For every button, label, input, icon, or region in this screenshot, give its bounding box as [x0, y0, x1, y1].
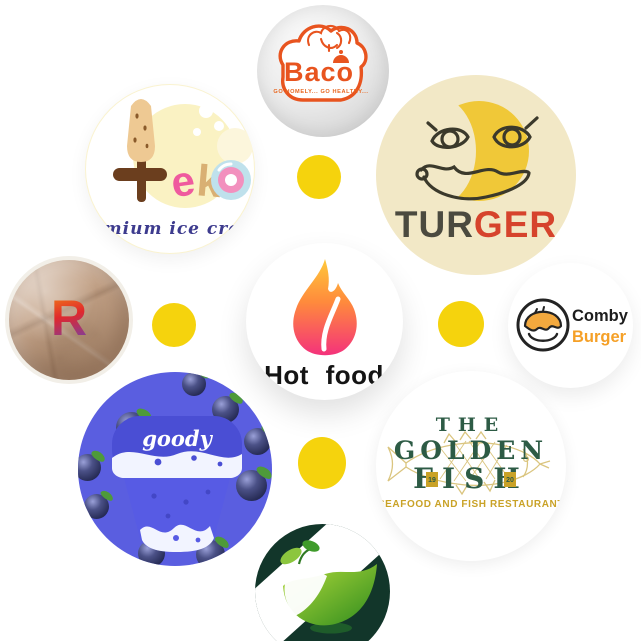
blueberry-icon — [182, 372, 206, 396]
badge-left — [426, 472, 438, 487]
burger-face-icon — [415, 116, 539, 201]
cloche-dome-icon — [333, 55, 349, 63]
fish-lineart-icon — [387, 430, 551, 496]
connector-dot — [297, 155, 341, 199]
comby-logo-circle[interactable]: Comby Burger — [508, 263, 633, 388]
donut-o-icon — [211, 160, 251, 200]
icecream-tub-icon: goody — [112, 416, 242, 552]
turger-logo-icon: TURGER — [392, 95, 557, 245]
teko-logo-icon: e k premium ice cream — [85, 99, 255, 239]
comby-logo-icon: Comby Burger — [516, 298, 629, 352]
blueberry-icon — [78, 454, 101, 481]
connector-dot — [298, 437, 346, 489]
teko-logo-circle[interactable]: e k premium ice cream — [85, 84, 255, 254]
blueberry-icon — [236, 470, 267, 501]
r-wrap-logo-circle[interactable]: R — [5, 256, 133, 384]
connector-dot — [152, 303, 196, 347]
goldenfish-logo-icon: THE GOLDEN FISH 19 20 SEAFOOD AND FISH R… — [378, 414, 564, 510]
turger-text-ger: GER — [474, 204, 557, 245]
teko-tagline: premium ice cream — [85, 219, 255, 239]
flame-icon — [293, 259, 357, 356]
turger-logo-circle[interactable]: TURGER — [376, 75, 576, 275]
greenleaf-logo-circle[interactable] — [255, 524, 390, 641]
sprout-icon — [280, 540, 320, 565]
badge-left-text: 19 — [428, 477, 436, 484]
goldenfish-text-golden: GOLDEN — [394, 436, 548, 465]
hotfood-logo-circle[interactable]: Hot food — [246, 243, 403, 400]
blueberry-icon — [244, 428, 271, 455]
hotfood-wordmark: Hot food — [264, 360, 384, 390]
hotfood-logo-icon: Hot food — [264, 259, 384, 390]
goldenfish-tagline: SEAFOOD AND FISH RESTAURANT — [378, 499, 564, 510]
leaf-bowl-icon — [280, 540, 377, 634]
baco-logo-circle[interactable]: Baco GO HOMELY... GO HEALTHY... — [257, 5, 389, 137]
r-gradient-letter: R — [50, 290, 88, 346]
burger-circle-icon — [516, 298, 570, 352]
comby-text-line1: Comby — [572, 307, 629, 325]
blueberry-icon — [84, 494, 109, 519]
turger-text-tur: TUR — [395, 204, 474, 245]
baco-logo-icon: Baco GO HOMELY... GO HEALTHY... — [273, 24, 368, 102]
goldenfish-text-the: THE — [436, 414, 507, 436]
goody-logo-circle[interactable]: goody — [78, 372, 272, 566]
connector-dot — [438, 301, 484, 347]
goody-brand-text: goody — [142, 426, 213, 451]
cloche-knob-icon — [339, 50, 343, 54]
chef-icon — [307, 24, 352, 53]
turger-wordmark: TURGER — [395, 204, 557, 245]
crumpled-paper-texture: R — [9, 260, 129, 380]
badge-right-text: 20 — [506, 477, 514, 484]
badge-right — [504, 472, 516, 487]
goldenfish-logo-circle[interactable]: THE GOLDEN FISH 19 20 SEAFOOD AND FISH R… — [376, 371, 566, 561]
comby-text-line2: Burger — [572, 328, 627, 346]
baco-tagline: GO HOMELY... GO HEALTHY... — [273, 89, 368, 95]
popsicle-t-icon — [113, 99, 167, 202]
